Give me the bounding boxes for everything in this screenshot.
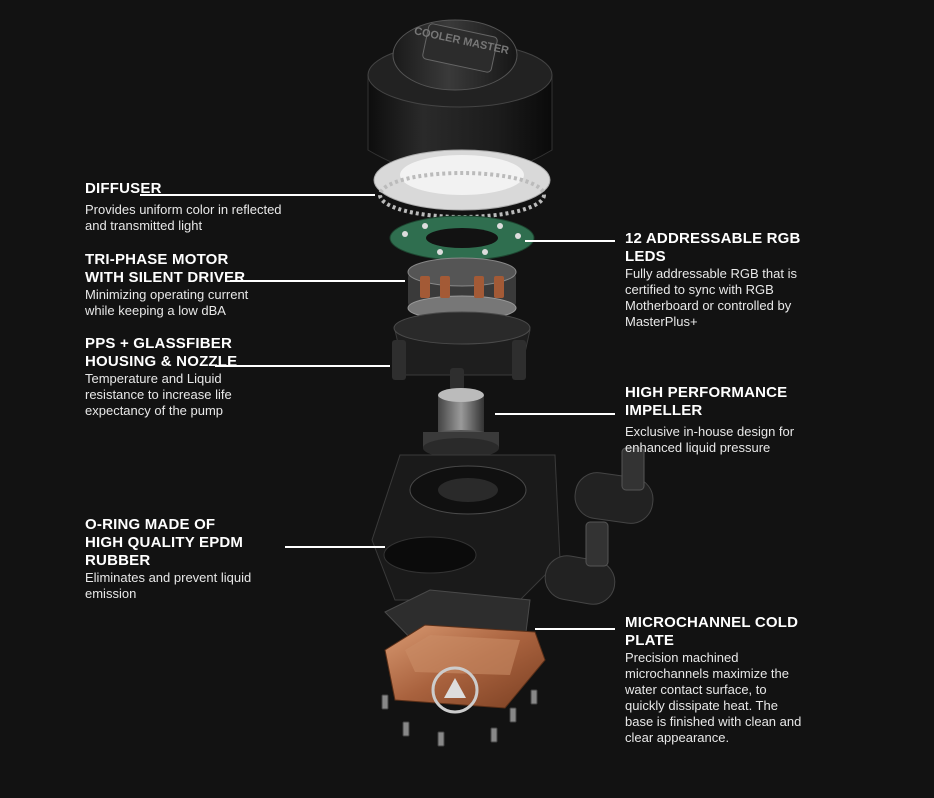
oring-leader xyxy=(285,546,385,548)
diffuser-callout: DIFFUSER Provides uniform color in refle… xyxy=(85,180,282,234)
leds-title: 12 ADDRESSABLE RGB LEDS xyxy=(625,230,801,265)
motor-callout: TRI-PHASE MOTOR WITH SILENT DRIVER Minim… xyxy=(85,251,248,319)
leds-callout: 12 ADDRESSABLE RGB LEDS Fully addressabl… xyxy=(625,230,801,330)
coldplate-title: MICROCHANNEL COLD PLATE xyxy=(625,614,799,649)
leds-leader xyxy=(525,240,615,242)
oring-callout: O-RING MADE OF HIGH QUALITY EPDM RUBBER … xyxy=(85,516,251,602)
impeller-desc: Exclusive in-house design for enhanced l… xyxy=(625,424,795,455)
led-pcb xyxy=(389,215,535,261)
cold-plate xyxy=(384,624,546,714)
diffuser-title: DIFFUSER xyxy=(85,180,162,197)
oring-desc: Eliminates and prevent liquid emission xyxy=(85,570,252,601)
coldplate-leader xyxy=(535,628,615,630)
diffuser-part xyxy=(373,149,551,219)
pump-body xyxy=(371,454,561,601)
motor-desc: Minimizing operating current while keepi… xyxy=(85,287,249,318)
coldplate-callout: MICROCHANNEL COLD PLATE Precision machin… xyxy=(625,614,801,746)
pump-housing-top xyxy=(392,311,531,390)
tube-fittings xyxy=(544,447,654,605)
housing-desc: Temperature and Liquid resistance to inc… xyxy=(85,371,232,418)
oring-title: O-RING MADE OF HIGH QUALITY EPDM RUBBER xyxy=(85,516,244,569)
housing-callout: PPS + GLASSFIBER HOUSING & NOZZLE Temper… xyxy=(85,335,237,419)
impeller-callout: HIGH PERFORMANCE IMPELLER Exclusive in-h… xyxy=(625,384,794,456)
impeller-part xyxy=(423,388,499,458)
pump-cap: COOLER MASTER xyxy=(367,19,553,178)
motor-stator xyxy=(407,257,517,321)
housing-title: PPS + GLASSFIBER HOUSING & NOZZLE xyxy=(85,335,238,370)
diffuser-desc: Provides uniform color in reflected and … xyxy=(85,202,282,233)
diffuser-leader xyxy=(140,194,375,196)
motor-leader xyxy=(230,280,405,282)
screws xyxy=(381,689,538,747)
housing-leader xyxy=(215,365,390,367)
leds-desc: Fully addressable RGB that is certified … xyxy=(625,266,797,329)
impeller-title: HIGH PERFORMANCE IMPELLER xyxy=(625,384,788,419)
coldplate-desc: Precision machined microchannels maximiz… xyxy=(625,650,802,745)
motor-title: TRI-PHASE MOTOR WITH SILENT DRIVER xyxy=(85,251,246,286)
impeller-leader xyxy=(495,413,615,415)
